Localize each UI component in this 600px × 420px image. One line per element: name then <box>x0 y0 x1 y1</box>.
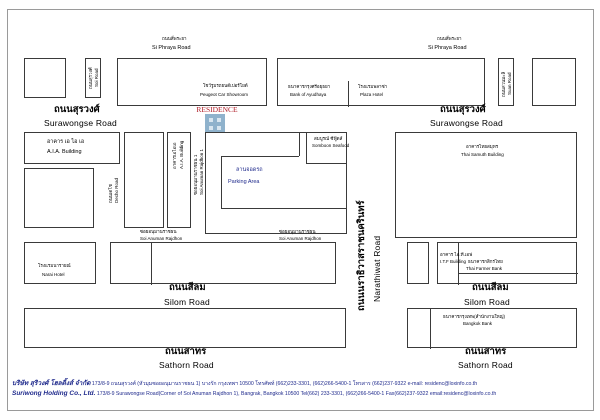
silom-en-left: Silom Road <box>164 297 210 307</box>
thai-farmer-th: ธนาคารกสิกรไทย <box>468 259 503 264</box>
sathorn-th-left: ถนนสาทร <box>165 346 207 357</box>
aia-small-th: อาคารเอไอเอ <box>172 142 177 169</box>
map-frame: ถนนสี่พระยา Si Phraya Road ถนนสี่พระยา S… <box>7 9 594 411</box>
street-map: ถนนสี่พระยา Si Phraya Road ถนนสี่พระยา S… <box>12 15 586 371</box>
narai-en: Narai Hotel <box>42 272 65 277</box>
somboon-en: Somboon Seafood <box>312 143 350 148</box>
footer-address-th: 173/8-9 ถนนสุรวงศ์ (หัวมุมซอยอนุมานราชธน… <box>91 381 478 387</box>
suan-road-en: Suan Road <box>507 72 512 95</box>
surawongse-th-right: ถนนสุรวงศ์ <box>440 104 486 115</box>
footer-company-th: บริษัท สุริวงศ์ โฮลดิ้งส์ จำกัด <box>12 380 91 387</box>
soi-anuman-th-bottom-left: ซอยอนุมานราชธน <box>140 229 177 234</box>
block-top-1 <box>24 58 66 98</box>
sathorn-en-left: Sathorn Road <box>159 360 214 370</box>
ayudhya-th: ธนาคารกรุงศรีอยุธยา <box>288 84 331 89</box>
ayudhya-en: Bank of Ayudhaya <box>290 92 327 97</box>
block-narai: โรงแรมนารายณ์ Narai Hotel <box>24 242 96 284</box>
footer-address-en: 173/8-9 Surawongse Road(Corner of Soi An… <box>96 391 497 397</box>
block-right-small <box>407 242 429 284</box>
block-aia-small: อาคารเอไอเอ A.I.A. Building <box>167 132 191 228</box>
soi-anuman-en-bottom-right: Soi Anuman Rajdhon <box>279 236 322 241</box>
footer-thai-line: บริษัท สุริวงศ์ โฮลดิ้งส์ จำกัด 173/8-9 … <box>12 378 477 388</box>
block-top-right <box>532 58 576 106</box>
narathiwat-en: Narathiwat Road <box>372 235 382 302</box>
soi-anuman-en-top: Soi Anuman Rajdhon 1 <box>199 148 204 195</box>
block-bottom-middle <box>110 242 336 285</box>
footer-english-line: Suriwong Holding Co., Ltd. 173/8-9 Suraw… <box>12 390 496 397</box>
soi-anuman-en-bottom-left: Soi Anuman Rajdhon <box>140 236 183 241</box>
block-aia: อาคาร เอ ไอ เอ A.I.A. Building <box>24 132 120 164</box>
silom-th-left: ถนนสีลม <box>169 282 206 293</box>
si-phraya-en-right: Si Phraya Road <box>428 45 467 51</box>
thai-samut-th: อาคารไทยสมุทร <box>466 144 499 149</box>
bangkok-bank-th: ธนาคารกรุงเทพ(สำนักงานใหญ่) <box>443 314 505 319</box>
soi-road-en: Soi Road <box>94 68 99 87</box>
thai-samut-en: Thai Samuth Building <box>461 152 504 157</box>
itf-en: I.T.F Building <box>440 259 467 264</box>
block-ayudhya-plaza: ธนาคารกรุงศรีอยุธยา Bank of Ayudhaya โรง… <box>277 58 485 107</box>
decho-th: ถนนเดโช <box>108 184 113 203</box>
somboon-th: สมบูรณ์ ซีฟู้ดส์ <box>314 136 343 141</box>
sathorn-th-right: ถนนสาทร <box>465 346 507 357</box>
itf-th: อาคาร ไอ.ที.เอฟ <box>440 252 473 257</box>
block-left-middle <box>24 168 94 228</box>
aia-en: A.I.A. Building <box>47 149 82 155</box>
block-decho: ถนนเดโช Decho Road <box>108 132 164 228</box>
soi-road-th: ถนนสุรวงศ์ <box>88 67 93 89</box>
thai-farmer-en: Thai Farmer Bank <box>466 266 503 271</box>
block-soi-road: ถนนสุรวงศ์ Soi Road <box>85 58 101 98</box>
peugeot-en: Peugeot Car Showroom <box>200 92 249 97</box>
decho-en: Decho Road <box>114 177 119 203</box>
block-central: ลานจอดรถ Parking Area สมบูรณ์ ซีฟู้ดส์ S… <box>205 132 350 234</box>
surawongse-th-left: ถนนสุรวงศ์ <box>54 104 100 115</box>
plaza-th: โรงแรมพลาซ่า <box>358 84 388 89</box>
parking-th: ลานจอดรถ <box>236 167 263 173</box>
surawongse-en-right: Surawongse Road <box>430 118 503 128</box>
block-bangkok-bank: ธนาคารกรุงเทพ(สำนักงานใหญ่) Bangkok Bank <box>407 308 577 349</box>
peugeot-th: โชว์รูมรถยนต์เปอร์โยต์ <box>203 83 248 88</box>
si-phraya-en-left: Si Phraya Road <box>152 45 191 51</box>
block-suan-road: ถนนสวนมะลิ Suan Road <box>498 58 514 106</box>
silom-en-right: Silom Road <box>464 297 510 307</box>
narai-th: โรงแรมนารายณ์ <box>38 263 71 268</box>
suan-road-th: ถนนสวนมะลิ <box>501 71 506 97</box>
plaza-en: Plaza Hotel <box>360 92 384 97</box>
si-phraya-th-right: ถนนสี่พระยา <box>437 36 462 41</box>
bangkok-bank-en: Bangkok Bank <box>463 321 493 326</box>
block-peugeot: โชว์รูมรถยนต์เปอร์โยต์ Peugeot Car Showr… <box>117 58 267 106</box>
surawongse-en-left: Surawongse Road <box>44 118 117 128</box>
sathorn-en-right: Sathorn Road <box>458 360 513 370</box>
silom-th-right: ถนนสีลม <box>472 282 509 293</box>
aia-small-en: A.I.A. Building <box>179 140 184 169</box>
aia-th: อาคาร เอ ไอ เอ <box>47 139 85 145</box>
soi-anuman-th-top: ซอยอนุมานราชธน 1 <box>193 154 198 195</box>
si-phraya-th-left: ถนนสี่พระยา <box>162 36 187 41</box>
block-itf-farmer: อาคาร ไอ.ที.เอฟ I.T.F Building ธนาคารกสิ… <box>437 242 578 285</box>
block-thai-samut: อาคารไทยสมุทร Thai Samuth Building <box>395 132 577 238</box>
block-silom-sathorn-left <box>24 308 346 348</box>
narathiwat-th: ถนนนราธิวาสราชนครินทร์ <box>356 200 367 311</box>
soi-anuman-th-bottom-right: ซอยอนุมานราชธน <box>279 229 316 234</box>
parking-en: Parking Area <box>228 179 260 185</box>
logo-text: RESIDENCE <box>196 105 238 114</box>
footer-company-en: Suriwong Holding Co., Ltd. <box>12 390 96 397</box>
